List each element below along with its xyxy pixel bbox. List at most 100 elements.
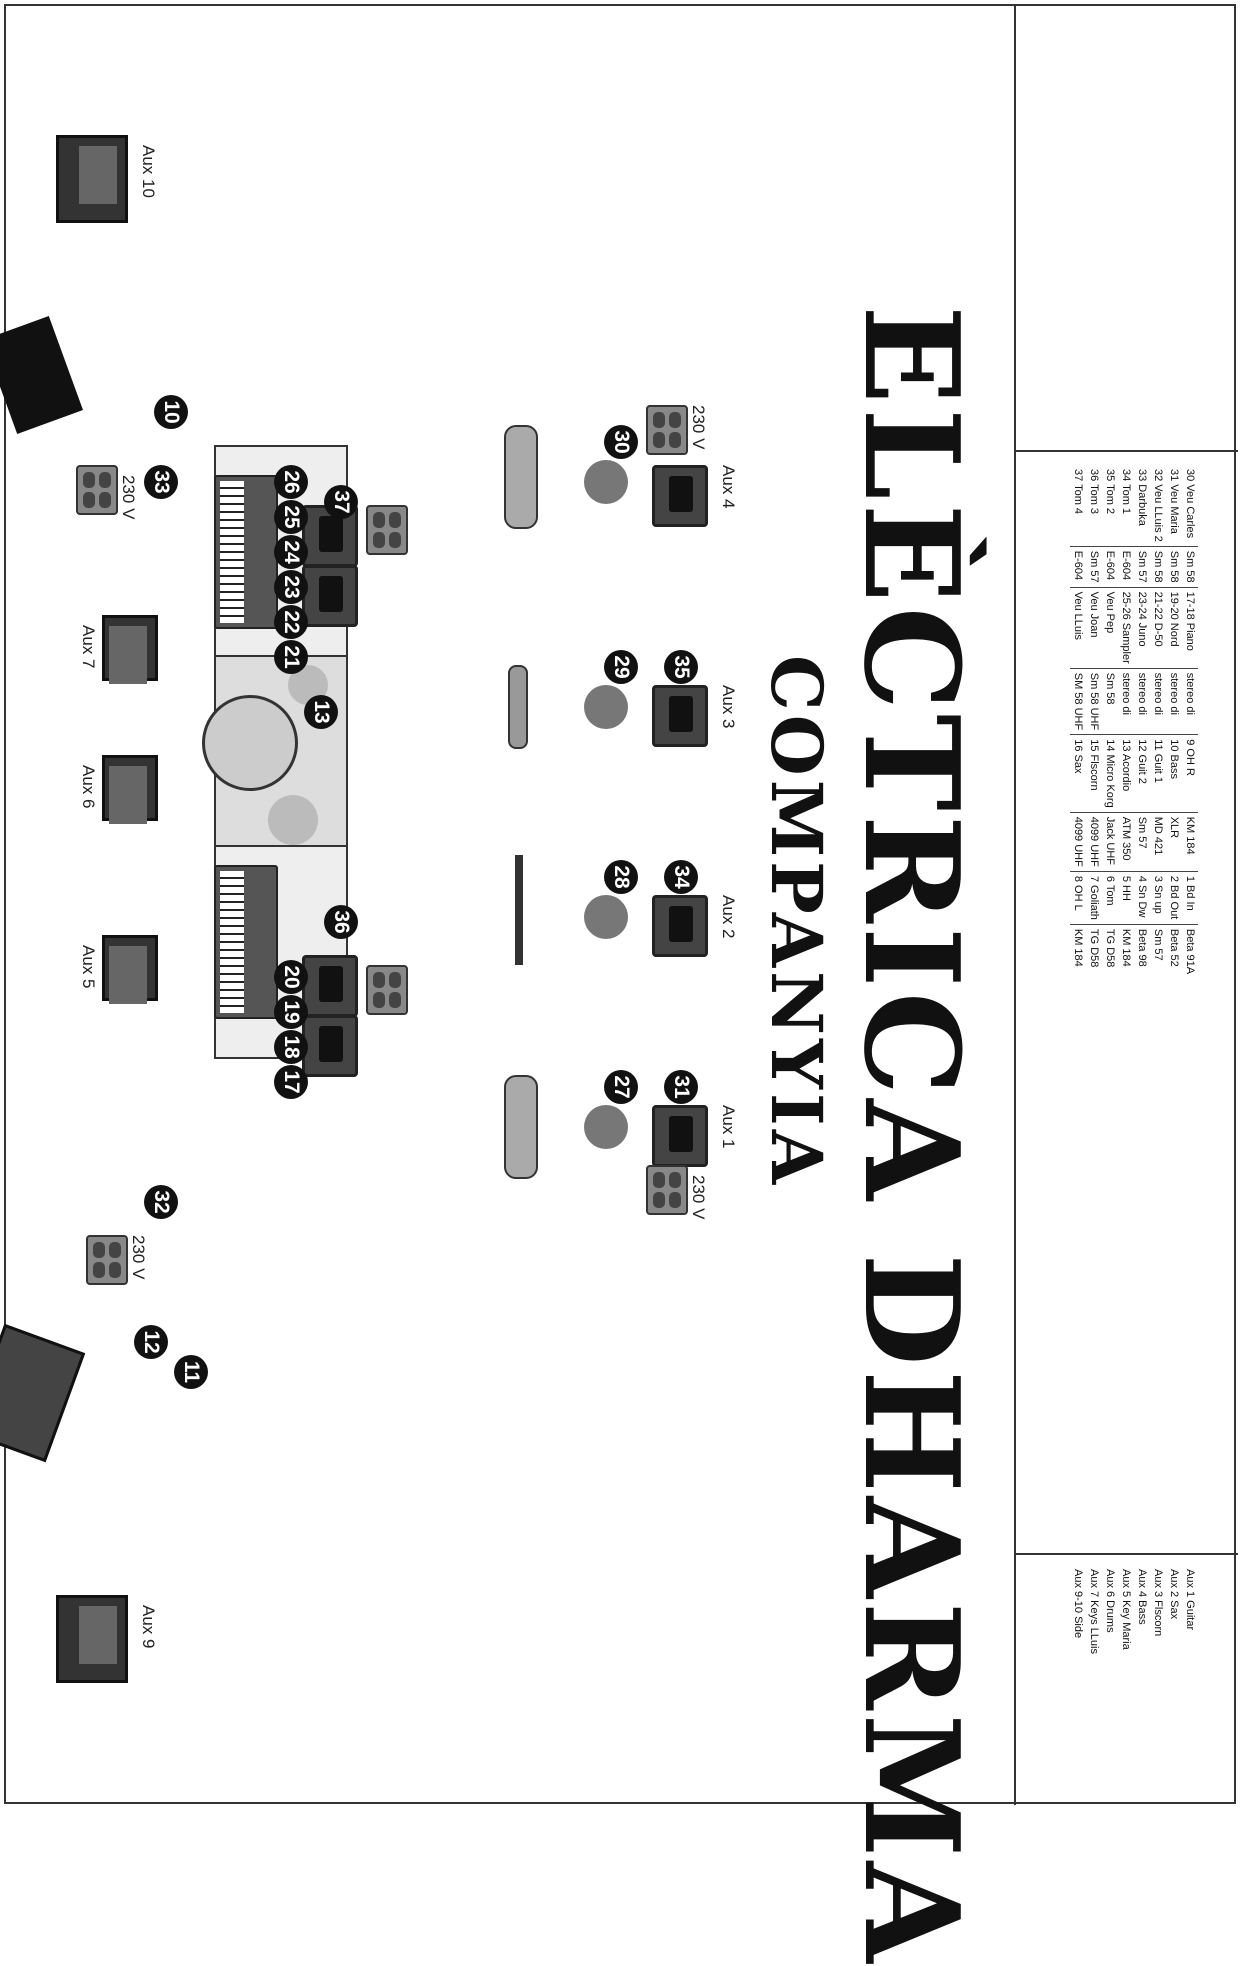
input-cell: 25-26 Sampler xyxy=(1118,587,1134,668)
input-cell: Sm 57 xyxy=(1134,546,1150,587)
input-cell: TG D58 xyxy=(1102,924,1118,978)
input-number-27: 27 xyxy=(604,1070,638,1104)
input-cell: KM 184 xyxy=(1118,924,1134,978)
keys-amp xyxy=(302,1015,358,1077)
input-number-32: 33 xyxy=(144,465,178,499)
input-cell: E-604 xyxy=(1070,546,1086,587)
power-label: 230 V xyxy=(118,475,138,519)
input-number-12: 12 xyxy=(134,1325,168,1359)
input-cell: stereo di xyxy=(1134,668,1150,734)
power-label: 230 V xyxy=(688,1175,708,1219)
companyia-title: COMPANYIA xyxy=(755,655,838,1188)
input-number-35: 35 xyxy=(664,650,698,684)
wedge-aux4 xyxy=(652,465,708,527)
mic-28 xyxy=(584,895,628,939)
power-label: 230 V xyxy=(128,1235,148,1279)
monitor-aux6 xyxy=(102,755,158,821)
input-number-28: 28 xyxy=(604,860,638,894)
monitor-aux7 xyxy=(102,615,158,681)
input-cell: 37 Tom 4 xyxy=(1070,465,1086,546)
input-cell: 34 Tom 1 xyxy=(1118,465,1134,546)
input-cell: Sm 57 xyxy=(1134,812,1150,871)
input-number-22: 22 xyxy=(274,605,308,639)
band-name-title: ELÈCTRICA DHARMA xyxy=(835,305,988,1966)
input-number-30: 30 xyxy=(604,425,638,459)
aux1-label: Aux 1 xyxy=(718,1105,738,1148)
mic-30 xyxy=(584,460,628,504)
legend-item: Aux 3 Flscorn xyxy=(1150,1565,1166,1658)
wedge-aux3 xyxy=(652,685,708,747)
clarinet-icon xyxy=(515,855,523,965)
input-number-23: 23 xyxy=(274,570,308,604)
aux7-label: Aux 7 xyxy=(78,625,98,668)
input-cell: 33 Darbuka xyxy=(1134,465,1150,546)
aux5-label: Aux 5 xyxy=(78,945,98,988)
input-cell: 15 Flscorn xyxy=(1086,735,1102,812)
input-cell: stereo di xyxy=(1150,668,1166,734)
input-cell: stereo di xyxy=(1166,668,1182,734)
input-number-37: 37 xyxy=(324,485,358,519)
input-cell: stereo di xyxy=(1182,668,1198,734)
input-cell: XLR xyxy=(1166,812,1182,871)
input-number-25: 25 xyxy=(274,500,308,534)
table-divider xyxy=(1016,1553,1238,1555)
input-cell: Sm 58 UHF xyxy=(1086,668,1102,734)
input-number-36: 36 xyxy=(324,905,358,939)
power-outlet xyxy=(366,965,408,1015)
aux6-label: Aux 6 xyxy=(78,765,98,808)
side-fill-aux10 xyxy=(56,135,128,223)
input-number-26: 26 xyxy=(274,465,308,499)
input-cell: Veu Joan xyxy=(1086,587,1102,668)
aux-legend: Aux 1 Guitar Aux 2 Sax Aux 3 Flscorn Aux… xyxy=(1070,1565,1198,1658)
power-outlet xyxy=(366,505,408,555)
legend-item: Aux 9-10 Side xyxy=(1070,1565,1086,1658)
input-number-19: 19 xyxy=(274,995,308,1029)
input-cell: E-604 xyxy=(1102,546,1118,587)
aux9-label: Aux 9 xyxy=(138,1605,158,1648)
input-cell: MD 421 xyxy=(1150,812,1166,871)
input-cell: Sm 58 xyxy=(1182,546,1198,587)
legend-item: Aux 7 Keys LLuis xyxy=(1086,1565,1102,1658)
legend-item: Aux 6 Drums xyxy=(1102,1565,1118,1658)
input-cell: 4099 UHF xyxy=(1070,812,1086,871)
power-outlet xyxy=(76,465,118,515)
legend-item: Aux 1 Guitar xyxy=(1182,1565,1198,1658)
input-cell: KM 184 xyxy=(1070,924,1086,978)
table-divider xyxy=(1016,450,1238,452)
input-cell: 36 Tom 3 xyxy=(1086,465,1102,546)
bass-amp xyxy=(0,316,83,434)
input-cell: 30 Veu Carles xyxy=(1182,465,1198,546)
input-cell: 13 Acordio xyxy=(1118,735,1134,812)
input-number-20: 20 xyxy=(274,960,308,994)
input-cell: 8 OH L xyxy=(1070,871,1086,924)
input-cell: Sm 58 xyxy=(1166,546,1182,587)
stage-plot: Aux 10 Aux 9 10 230 V 11 12 230 V Aux 7 … xyxy=(6,5,1238,1805)
aux10-label: Aux 10 xyxy=(138,145,158,198)
wedge-aux1 xyxy=(652,1105,708,1167)
input-cell: 23-24 Juno xyxy=(1134,587,1150,668)
input-cell: Sm 58 xyxy=(1150,546,1166,587)
power-outlet xyxy=(646,1165,688,1215)
table-divider xyxy=(1014,5,1016,1805)
input-cell: KM 184 xyxy=(1182,812,1198,871)
keys-amp xyxy=(302,565,358,627)
input-number-10: 10 xyxy=(154,395,188,429)
input-cell: 6 Tom xyxy=(1102,871,1118,924)
input-cell: SM 58 UHF xyxy=(1070,668,1086,734)
input-number-18: 18 xyxy=(274,1030,308,1064)
input-cell: 32 Veu LLuis 2 xyxy=(1150,465,1166,546)
input-number-21: 21 xyxy=(274,640,308,674)
bass-drum xyxy=(202,695,298,791)
input-cell: 5 HH xyxy=(1118,871,1134,924)
input-row: 31 Veu MariaSm 5819-20 Nordstereo di10 B… xyxy=(1166,465,1182,978)
input-number-34: 34 xyxy=(664,860,698,894)
trumpet-icon xyxy=(508,665,528,749)
legend-item: Aux 2 Sax xyxy=(1166,1565,1182,1658)
guitar-icon xyxy=(504,1075,538,1179)
mic-29 xyxy=(584,685,628,729)
keyboard-maria xyxy=(214,865,278,1019)
input-cell: 3 Sn up xyxy=(1150,871,1166,924)
